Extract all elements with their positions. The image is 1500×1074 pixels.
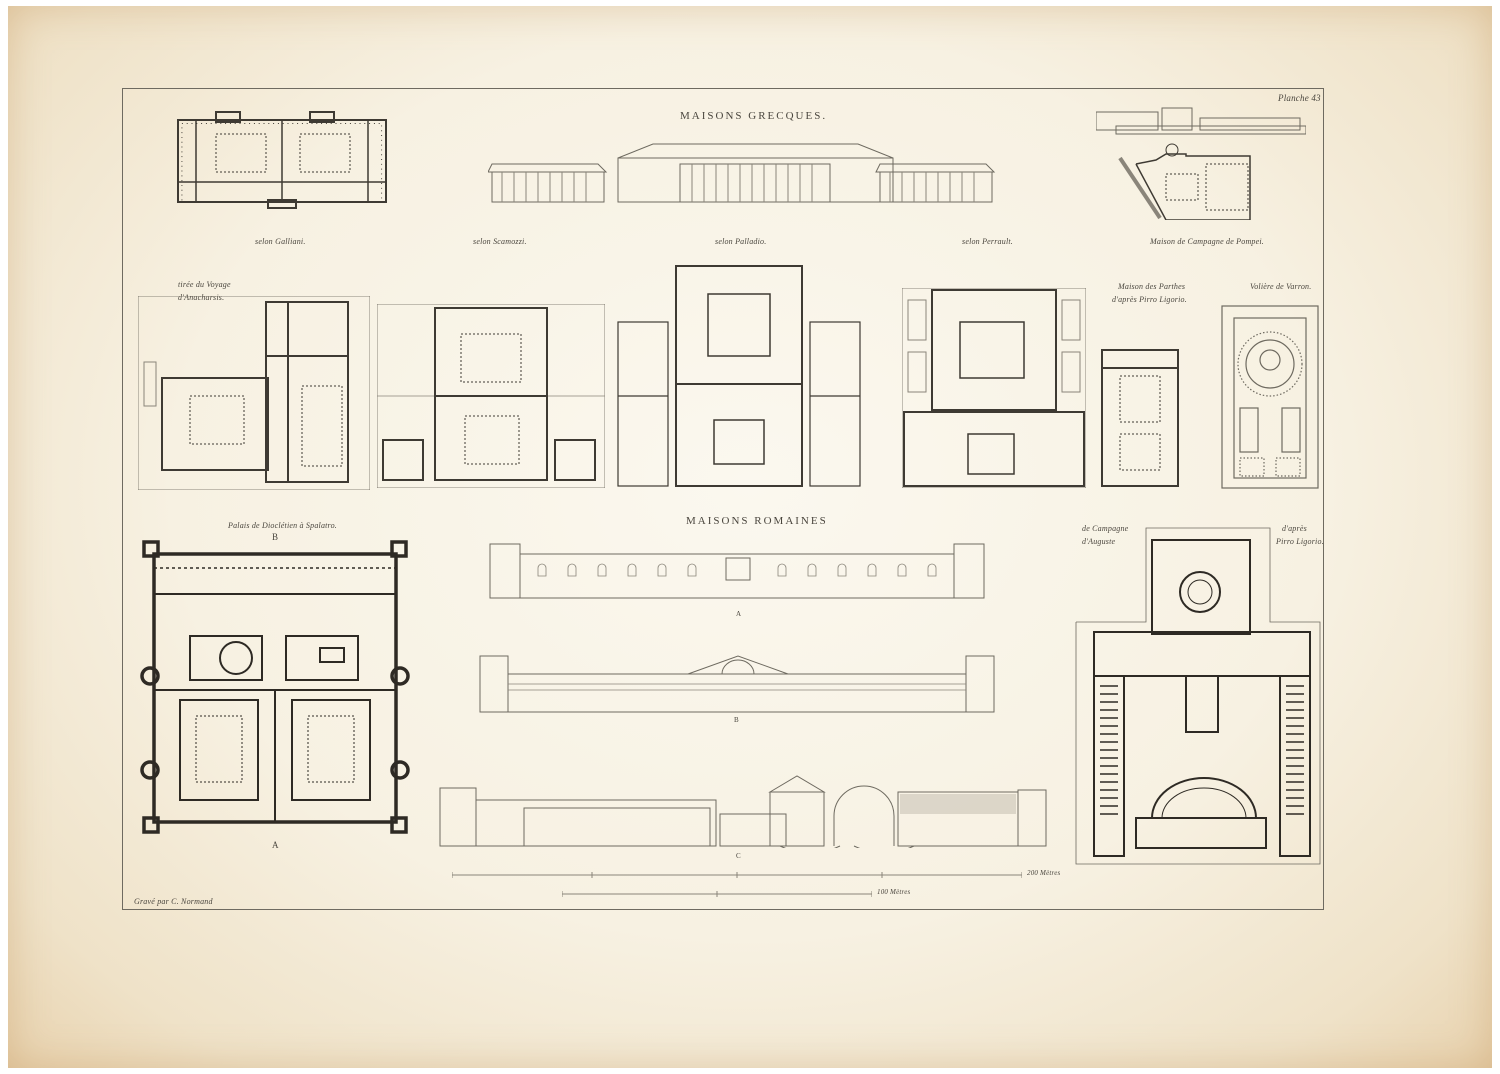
caption-scamozzi: selon Scamozzi. [473,237,527,246]
galliani-plan [176,108,388,214]
anacharsis-plan [138,296,370,490]
elevation-letter-c: C [736,852,741,860]
caption-galliani: selon Galliani. [255,237,306,246]
greek-section-title: MAISONS GRECQUES. [680,110,828,122]
elevation-letter-b: B [734,716,739,724]
caption-augustus-right-2: Pirro Ligorio. [1276,537,1324,546]
scale-label-100m: 100 Mètres [877,888,911,896]
roman-elevation-b [478,650,998,714]
paper-sheet [8,6,1492,1068]
perrault-plan [902,288,1086,488]
plate-number: Planche 43 [1278,93,1321,103]
caption-parthes-2: d'après Pirro Ligorio. [1112,295,1187,304]
plate-border [122,88,1324,910]
diocletian-letter-a: A [272,840,279,850]
caption-augustus-1: de Campagne [1082,524,1129,533]
scale-bar-100m [562,891,872,897]
caption-augustus-2: d'Auguste [1082,537,1116,546]
pompeii-villa [1096,104,1306,220]
diocletian-palace-plan [140,540,410,836]
palladio-elevation [488,140,1016,206]
caption-diocletian: Palais de Dioclétien à Spalatro. [228,521,337,530]
caption-perrault: selon Perrault. [962,237,1013,246]
caption-anacharsis-2: d'Anacharsis. [178,293,225,302]
augustus-villa-plan [1074,526,1324,866]
caption-augustus-right-1: d'après [1282,524,1307,533]
roman-elevation-c [434,772,1048,848]
palladio-plan [616,264,864,488]
roman-section-title: MAISONS ROMAINES [686,515,828,527]
elevation-letter-a: A [736,610,742,618]
scale-label-200m: 200 Mètres [1027,869,1061,877]
diocletian-letter-b: B [272,532,279,542]
caption-anacharsis-1: tirée du Voyage [178,280,231,289]
caption-varron: Volière de Varron. [1250,282,1312,291]
scale-bar-200m [452,872,1022,878]
caption-pompeii: Maison de Campagne de Pompei. [1150,237,1265,246]
roman-elevation-a [488,540,988,600]
parthes-plan [1100,348,1180,488]
varron-aviary-plan [1220,304,1320,490]
engraver-credit: Gravé par C. Normand [134,897,213,906]
caption-palladio: selon Palladio. [715,237,767,246]
scamozzi-plan [377,304,605,488]
caption-parthes-1: Maison des Parthes [1118,282,1186,291]
